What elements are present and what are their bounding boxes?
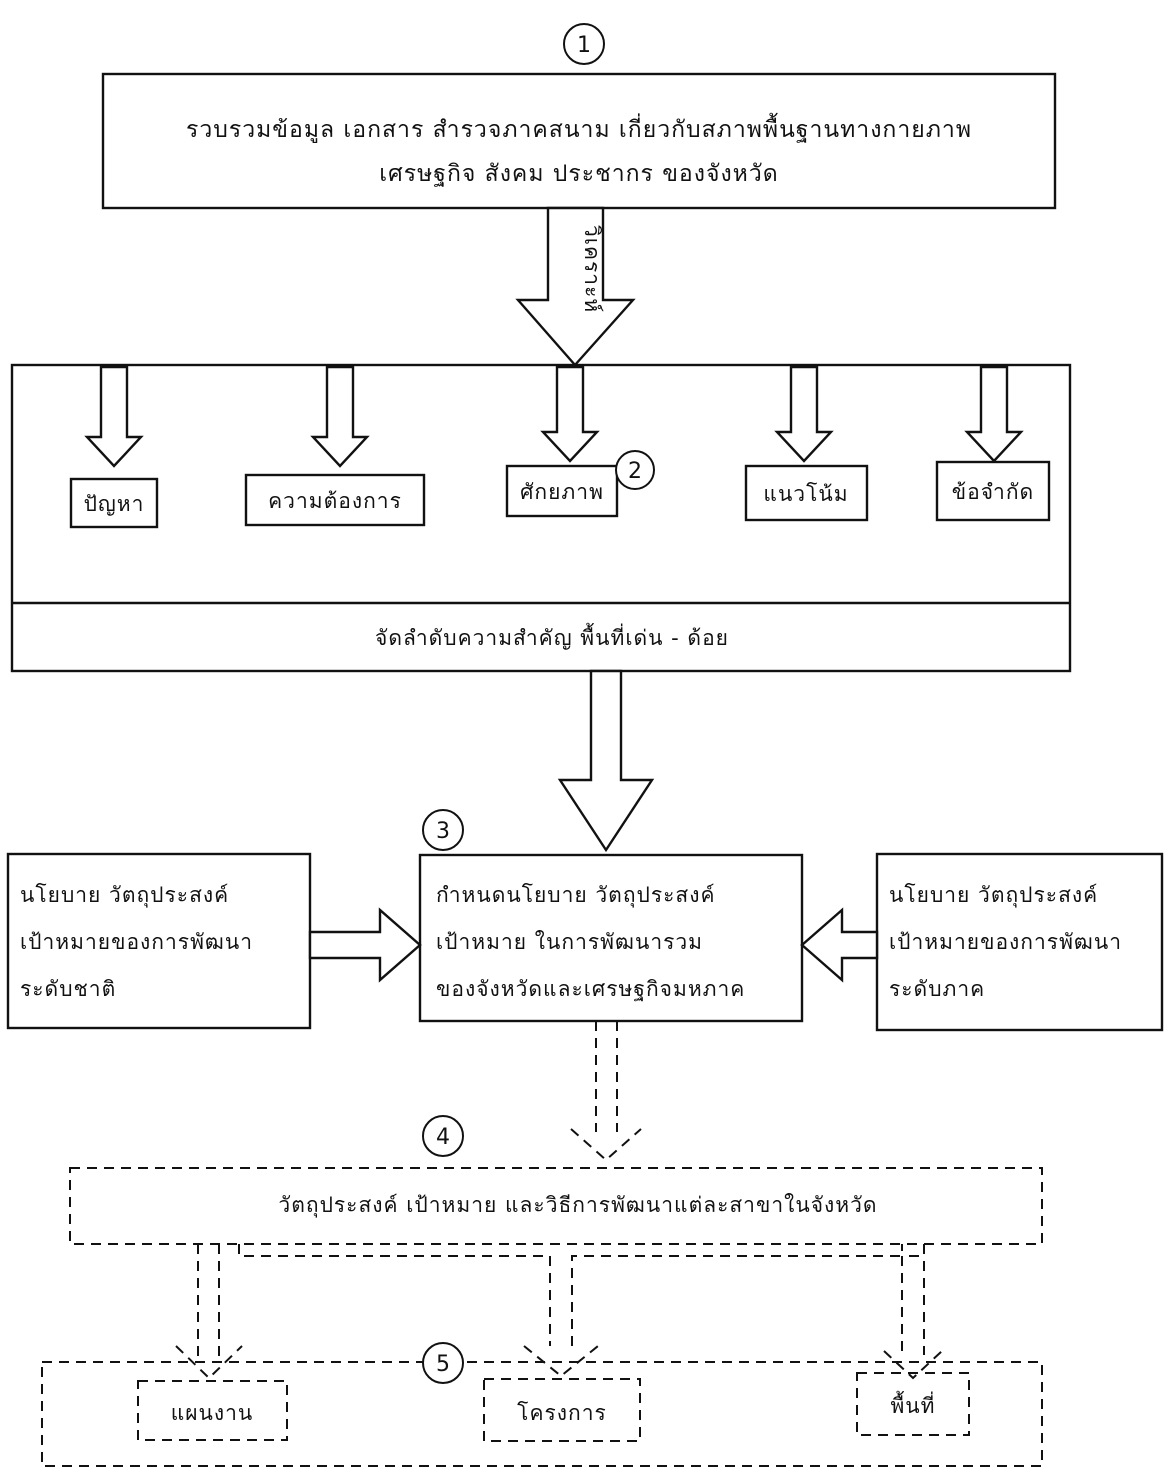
objectives-to-projects-connector xyxy=(238,1244,903,1378)
arrow-to-problems xyxy=(84,365,144,468)
trends-label: แนวโน้ม xyxy=(763,482,848,506)
constraints-label: ข้อจำกัด xyxy=(952,480,1034,504)
priority-bar-label: จัดลำดับความสำคัญ พื้นที่เด่น - ด้อย xyxy=(375,623,729,650)
step-3-marker xyxy=(422,809,464,851)
national-policy-line-1: นโยบาย วัตถุประสงค์ xyxy=(20,883,229,908)
provincial-policy-box xyxy=(418,853,804,1023)
potential-label: ศักยภาพ xyxy=(520,480,604,504)
sector-objectives-label: วัตถุประสงค์ เป้าหมาย และวิธีการพัฒนาแต่… xyxy=(278,1193,877,1218)
provincial-policy-line-2: เป้าหมาย ในการพัฒนารวม xyxy=(436,930,703,954)
potential-box xyxy=(505,464,619,518)
trends-box xyxy=(744,464,869,522)
needs-label: ความต้องการ xyxy=(268,489,402,513)
plans-label: แผนงาน xyxy=(171,1401,254,1425)
data-collection-line-2: เศรษฐกิจ สังคม ประชากร ของจังหวัด xyxy=(379,161,778,187)
problems-label: ปัญหา xyxy=(84,492,145,516)
constraints-box xyxy=(935,460,1051,522)
arrow-to-potential xyxy=(540,365,600,463)
provincial-policy-line-1: กำหนดนโยบาย วัตถุประสงค์ xyxy=(436,883,716,908)
projects-label: โครงการ xyxy=(517,1401,607,1425)
step-2-number: 2 xyxy=(628,459,642,484)
needs-box xyxy=(244,473,426,527)
data-collection-line-1: รวบรวมข้อมูล เอกสาร สำรวจภาคสนาม เกี่ยวก… xyxy=(186,113,972,143)
analyze-arrow xyxy=(515,206,636,367)
step-4-marker xyxy=(422,1115,464,1157)
provincial-policy-line-3: ของจังหวัดและเศรษฐกิจมหภาค xyxy=(436,977,745,1001)
arrow-to-trends xyxy=(774,365,834,463)
analysis-container xyxy=(10,363,1072,673)
sector-objectives-box xyxy=(69,1167,1043,1245)
step-3-number: 3 xyxy=(436,819,450,844)
national-policy-line-3: ระดับชาติ xyxy=(20,977,116,1001)
provincial-to-objectives-dashed-arrow xyxy=(570,1021,642,1162)
national-to-provincial-arrow xyxy=(308,907,422,983)
step-5-number: 5 xyxy=(436,1352,450,1377)
analyze-label: วิเคราะห์ xyxy=(580,225,604,313)
plans-box xyxy=(137,1380,288,1441)
step-2-marker xyxy=(615,450,655,490)
step-1-marker xyxy=(563,23,605,65)
objectives-to-areas-connector xyxy=(883,1244,943,1380)
objectives-to-plans-connector xyxy=(175,1244,243,1380)
problems-box xyxy=(69,477,159,529)
arrow-to-constraints xyxy=(964,365,1024,463)
areas-box xyxy=(856,1372,970,1436)
step-5-marker xyxy=(422,1342,464,1384)
areas-label: พื้นที่ xyxy=(890,1391,935,1418)
step-1-number: 1 xyxy=(577,33,591,58)
step-4-number: 4 xyxy=(436,1125,450,1150)
arrow-to-needs xyxy=(310,365,370,468)
regional-policy-line-2: เป้าหมายของการพัฒนา xyxy=(889,930,1122,954)
projects-box xyxy=(483,1378,641,1442)
regional-policy-line-3: ระดับภาค xyxy=(889,977,985,1001)
regional-policy-line-1: นโยบาย วัตถุประสงค์ xyxy=(889,883,1098,908)
outputs-container xyxy=(41,1361,1043,1467)
regional-to-provincial-arrow xyxy=(800,907,879,983)
priority-to-policy-arrow xyxy=(557,669,655,853)
national-policy-line-2: เป้าหมายของการพัฒนา xyxy=(20,930,253,954)
